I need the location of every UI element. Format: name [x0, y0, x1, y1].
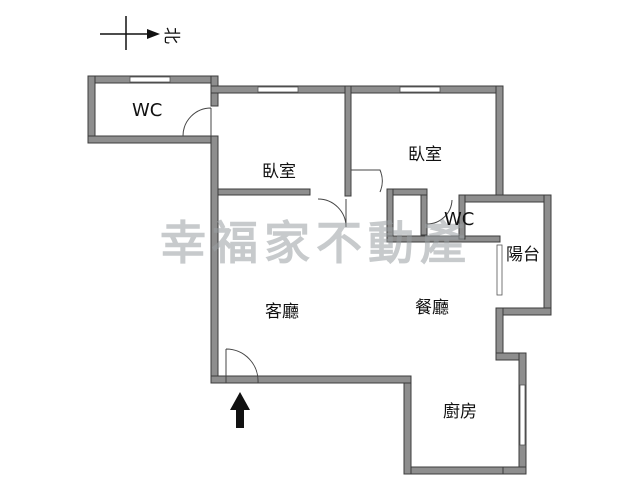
up-arrow-icon — [230, 392, 250, 428]
outer-walls — [87, 75, 552, 475]
room-label-wc-top-left: WC — [132, 100, 162, 121]
room-label-kitchen: 廚房 — [443, 401, 477, 422]
north-arrow-icon — [100, 16, 160, 50]
room-label-wc-middle: WC — [444, 209, 474, 230]
room-label-balcony: 陽台 — [506, 245, 540, 265]
room-label-bedroom-right: 臥室 — [408, 145, 442, 165]
room-label-bedroom-left: 臥室 — [262, 162, 296, 182]
doors — [182, 107, 453, 384]
watermark-text: 幸福家不動產 — [160, 216, 472, 270]
room-label-dining-room: 餐廳 — [415, 298, 449, 318]
room-label-living-room: 客廳 — [265, 302, 299, 322]
windows — [129, 76, 526, 446]
north-label: 北 — [161, 27, 181, 44]
interior-walls — [217, 85, 501, 243]
